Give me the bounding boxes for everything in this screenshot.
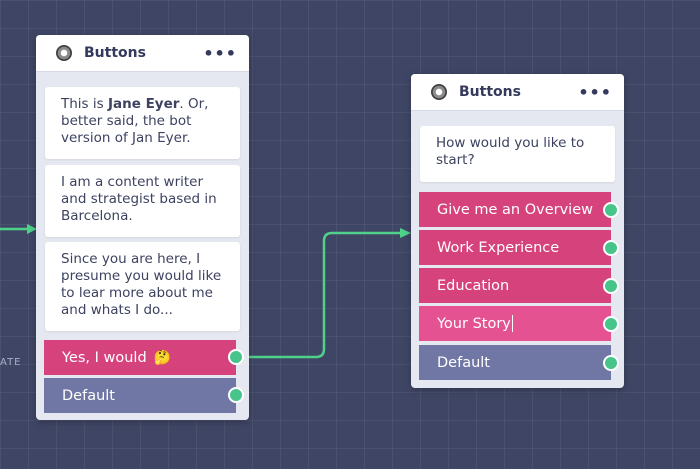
button-label: Default [62,387,115,404]
message-text: Since you are here, I presume you would … [61,251,222,318]
output-port[interactable] [603,240,619,256]
node-header[interactable]: Buttons ••• [36,35,249,72]
button-label: Education [437,277,510,294]
incoming-connector-arrow [27,224,37,234]
button-label: Default [437,354,490,371]
buttons-node-left[interactable]: Buttons ••• This is Jane Eyer. Or, bette… [36,35,249,420]
message-bubble[interactable]: This is Jane Eyer. Or, better said, the … [45,87,240,159]
reply-button-give-me-an-overview[interactable]: Give me an Overview [419,192,611,227]
output-port[interactable] [603,316,619,332]
output-port[interactable] [603,278,619,294]
node-title: Buttons [459,84,521,100]
message-bubble[interactable]: How would you like to start? [420,126,615,182]
message-bubble[interactable]: Since you are here, I presume you would … [45,242,240,331]
bot-avatar-icon [56,45,72,61]
canvas-node-label-partial: ATE [0,357,22,368]
button-label-editing[interactable]: Your Story [437,315,511,332]
button-label: Give me an Overview [437,201,593,218]
reply-button-education[interactable]: Education [419,268,611,303]
yes-to-buttons-connector-arrow [400,228,411,238]
reply-button-default[interactable]: Default [419,345,611,380]
output-port[interactable] [228,349,244,365]
reply-button-yes-i-would[interactable]: Yes, I would 🤔 [44,340,236,375]
button-label: Yes, I would [62,349,147,366]
message-text: I am a content writer and strategist bas… [61,174,217,224]
more-options-icon[interactable]: ••• [578,82,612,102]
thinking-face-emoji-icon: 🤔 [153,349,172,366]
buttons-node-right[interactable]: Buttons ••• How would you like to start?… [411,74,624,388]
button-label: Work Experience [437,239,560,256]
message-bubble[interactable]: I am a content writer and strategist bas… [45,165,240,237]
text-caret [511,315,513,332]
message-bold-name: Jane Eyer [107,96,180,112]
output-port[interactable] [228,387,244,403]
message-text: How would you like to start? [436,135,585,168]
yes-to-buttons-connector [244,231,400,359]
message-text: This is [61,96,108,112]
more-options-icon[interactable]: ••• [203,43,237,63]
bot-avatar-icon [431,84,447,100]
reply-button-work-experience[interactable]: Work Experience [419,230,611,265]
reply-button-default[interactable]: Default [44,378,236,413]
reply-button-your-story[interactable]: Your Story [419,306,611,341]
node-title: Buttons [84,45,146,61]
output-port[interactable] [603,355,619,371]
message-text: . Or, better said, the bot version of Ja… [61,96,209,146]
output-port[interactable] [603,202,619,218]
node-header[interactable]: Buttons ••• [411,74,624,111]
